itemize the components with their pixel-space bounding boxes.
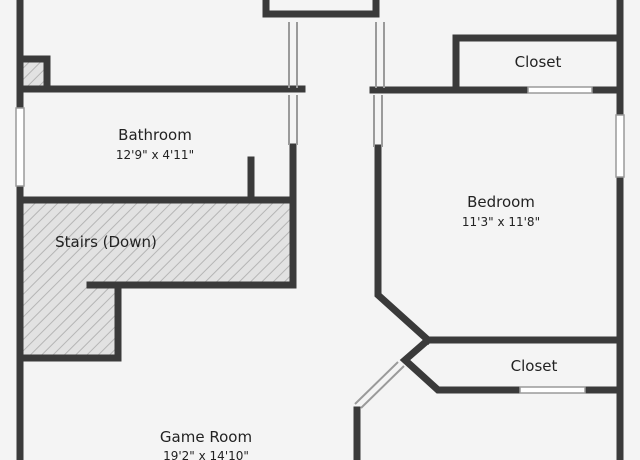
bathroom-label: Bathroom	[118, 126, 192, 144]
closet-top-label: Closet	[515, 53, 562, 71]
bathroom-dimensions: 12'9" x 4'11"	[116, 148, 194, 162]
stairs-area	[22, 200, 290, 358]
window-bedroom	[615, 114, 625, 178]
closet-mid-label: Closet	[511, 357, 558, 375]
wall-small-box	[16, 55, 51, 92]
wall-closet-top	[452, 34, 624, 94]
game-room-dimensions: 19'2" x 14'10"	[163, 449, 249, 460]
wall-stairs-lower	[16, 281, 122, 362]
wall-stairs-outline	[86, 196, 297, 289]
bedroom-label: Bedroom	[467, 193, 535, 211]
small-hatched-box	[23, 62, 47, 86]
bedroom-dimensions: 11'3" x 11'8"	[462, 215, 540, 229]
door-jambs	[288, 22, 405, 409]
wall-top-hall-box	[262, 0, 380, 18]
game-room-label: Game Room	[160, 428, 252, 446]
window-closet-top	[527, 86, 593, 94]
window-closet-mid	[519, 386, 586, 394]
walls	[16, 0, 624, 460]
window-bathroom	[15, 107, 25, 187]
wall-closet-mid	[399, 336, 624, 394]
windows	[15, 86, 625, 394]
wall-bedroom-left	[374, 144, 433, 345]
stairs-label: Stairs (Down)	[55, 233, 157, 251]
